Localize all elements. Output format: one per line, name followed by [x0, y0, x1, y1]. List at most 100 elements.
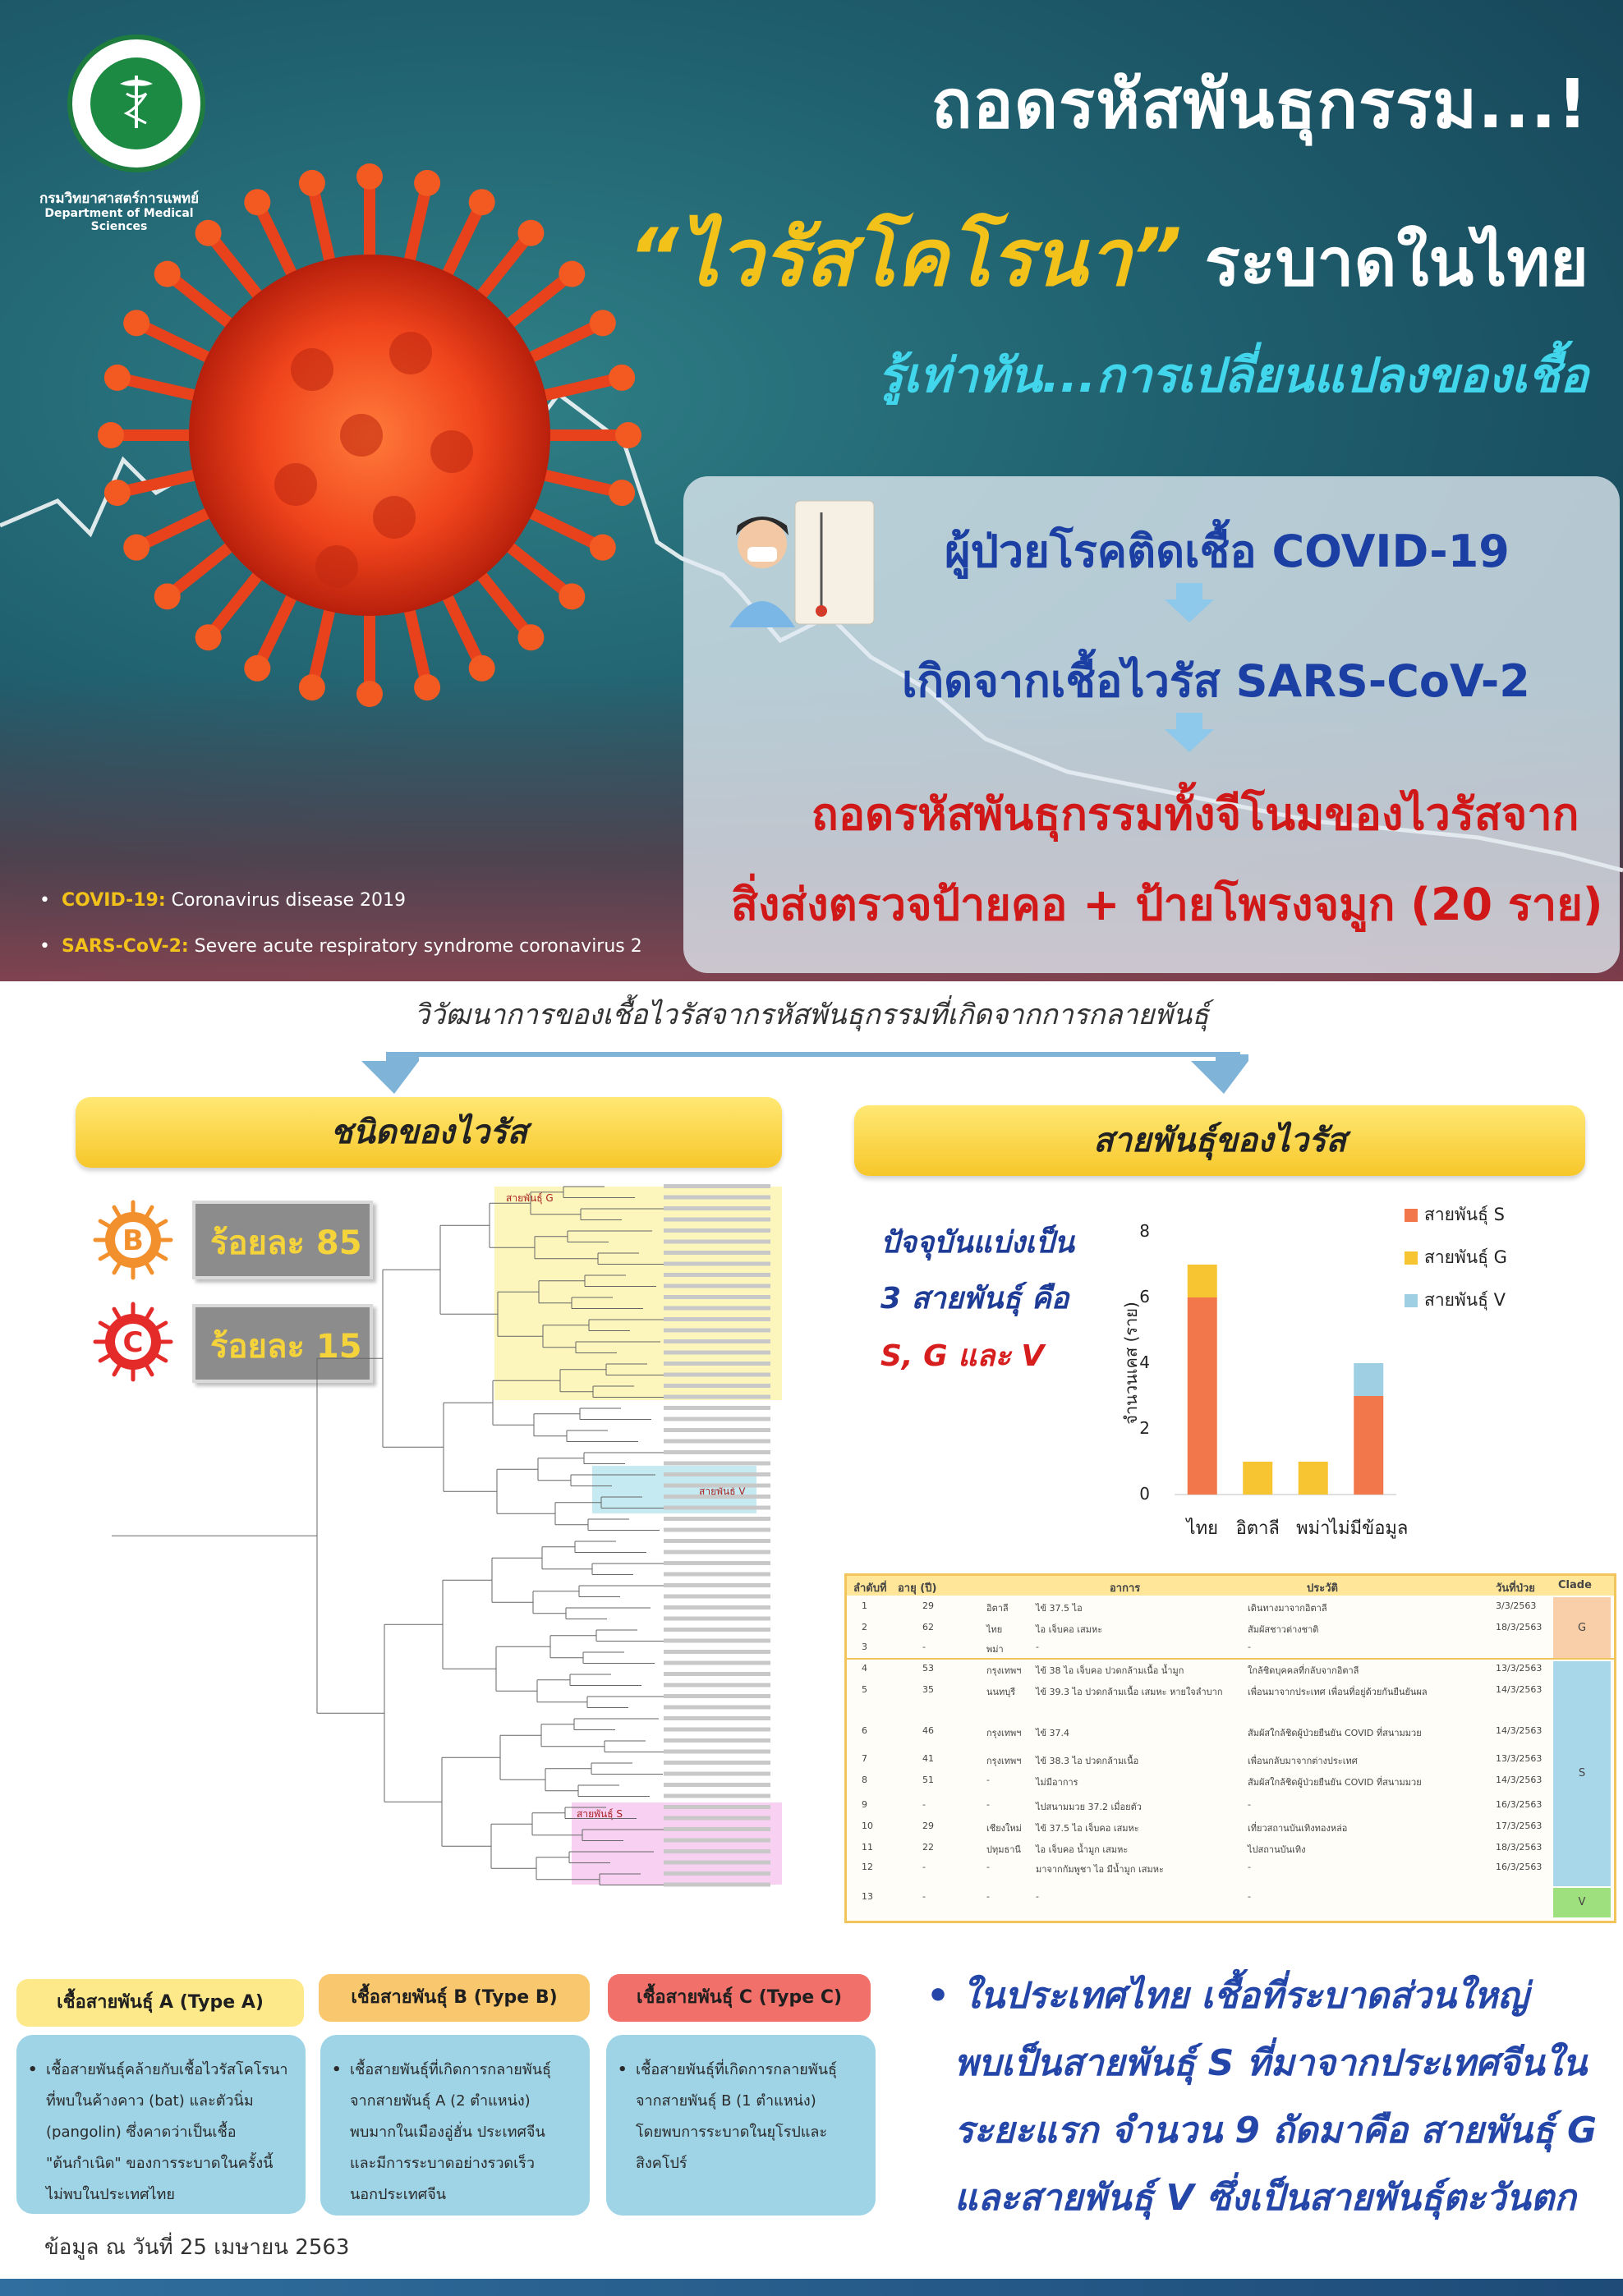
table-cell: 13	[862, 1891, 873, 1902]
tree-leaf-label	[664, 1583, 770, 1587]
tree-leaf-label	[664, 1561, 770, 1565]
y-tick-label: 8	[1139, 1221, 1150, 1241]
tree-leaf-label	[664, 1805, 770, 1809]
tree-leaf-label	[664, 1838, 770, 1843]
panel-line-samples: สิ่งส่งตรวจป้ายคอ + ป้ายโพรงจมูก (20 ราย…	[731, 879, 1603, 930]
tree-leaf-label	[664, 1184, 770, 1188]
type-body-line: จากสายพันธุ์ A (2 ตำแหน่ง)	[350, 2092, 531, 2110]
table-cell: เชียงใหม่	[986, 1823, 1022, 1834]
table-cell: 53	[922, 1663, 934, 1674]
bar-segment	[1354, 1396, 1384, 1495]
table-cell: 35	[922, 1684, 934, 1695]
table-cell: -	[1248, 1642, 1251, 1652]
tree-leaf-label	[664, 1793, 770, 1798]
x-tick-label: พม่า	[1296, 1518, 1330, 1539]
y-axis-label: จำนวนเคส (ราย)	[1121, 1302, 1141, 1425]
type-body-line: นอกประเทศจีน	[350, 2186, 447, 2203]
bar-segment	[1354, 1363, 1384, 1396]
coronavirus-illustration	[98, 163, 641, 707]
table-cell: 41	[922, 1753, 934, 1764]
type-body-line: โดยพบการระบาดในยุโรปและ	[636, 2124, 828, 2141]
legend-swatch	[1405, 1294, 1418, 1307]
virus-type-title: ชนิดของไวรัส	[76, 1097, 782, 1168]
type-b-body: •เชื้อสายพันธุ์ที่เกิดการกลายพันธุ์จากสา…	[320, 2035, 590, 2216]
tree-leaf-label	[664, 1716, 770, 1720]
y-tick-label: 6	[1139, 1287, 1150, 1306]
tree-leaf-label	[664, 1594, 770, 1599]
table-header-cell: อาการ	[1110, 1582, 1141, 1595]
virus-spike-tip	[298, 169, 325, 196]
virus-spot	[340, 414, 383, 457]
table-cell: -	[1248, 1891, 1251, 1902]
table-cell: 2	[862, 1622, 867, 1632]
tree-leaf-label	[664, 1306, 770, 1311]
tree-leaf-label	[664, 1195, 770, 1200]
tree-leaf-label	[664, 1251, 770, 1255]
virus-spike-tip	[356, 681, 383, 707]
table-cell: 1	[862, 1600, 867, 1611]
tree-leaf-label	[664, 1749, 770, 1754]
type-b-heading: เชื้อสายพันธุ์ B (Type B)	[319, 1974, 590, 2022]
virus-spike-tip	[103, 480, 131, 507]
table-cell: 18/3/2563	[1496, 1842, 1543, 1853]
virus-spike-tip	[517, 219, 545, 246]
table-cell: -	[986, 1775, 990, 1785]
tree-label-s: สายพันธุ์ S	[577, 1808, 623, 1821]
tree-leaf-label	[664, 1439, 770, 1444]
table-header-cell: วันที่ป่วย	[1496, 1582, 1535, 1595]
table-cell: 13/3/2563	[1496, 1663, 1543, 1674]
table-cell: ไข้ 37.5 ไอ	[1036, 1603, 1083, 1614]
bullet-dot: •	[28, 2061, 38, 2078]
tree-leaf-label	[664, 1572, 770, 1577]
table-cell: 18/3/2563	[1496, 1622, 1543, 1632]
tree-leaf-label	[664, 1694, 770, 1698]
table-cell: -	[922, 1862, 926, 1872]
tree-leaf-label	[664, 1239, 770, 1244]
virus-spike-tip	[103, 364, 131, 391]
table-cell: 14/3/2563	[1496, 1775, 1543, 1785]
footnote-sars: • SARS-CoV-2: Severe acute respiratory s…	[39, 936, 642, 957]
tree-leaf-label	[664, 1527, 770, 1532]
virus-spike-tip	[468, 189, 495, 216]
table-cell: 16/3/2563	[1496, 1799, 1543, 1810]
table-cell: 3	[862, 1642, 867, 1652]
table-cell: -	[1036, 1642, 1039, 1652]
data-date-footer: ข้อมูล ณ วันที่ 25 เมษายน 2563	[44, 2235, 350, 2260]
table-cell: -	[986, 1799, 990, 1810]
type-body-line: ไม่พบในประเทศไทย	[46, 2186, 175, 2203]
tree-leaf-label	[664, 1283, 770, 1288]
title-line2: “ไวรัสโคโรนา” ระบาดในไทย	[628, 195, 1589, 320]
summary-line-4: และสายพันธุ์ V ซึ่งเป็นสายพันธุ์ตะวันตก	[954, 2177, 1576, 2219]
legend-label: สายพันธุ์ S	[1424, 1205, 1505, 1225]
tree-leaf-label	[664, 1273, 770, 1277]
tree-leaf-label	[664, 1206, 770, 1210]
table-cell: 6	[862, 1725, 867, 1736]
strain-bar-chart: 02468จำนวนเคส (ราย)ไทยอิตาลีพม่าไม่มีข้อ…	[1121, 1205, 1507, 1539]
virus-spot	[430, 430, 473, 473]
table-header-cell: ลำดับที่	[853, 1582, 887, 1595]
tree-leaf-label	[664, 1505, 770, 1510]
summary-line-2: พบเป็นสายพันธุ์ S ที่มาจากประเทศจีนใน	[954, 2042, 1588, 2084]
table-cell: 17/3/2563	[1496, 1821, 1543, 1831]
table-cell: -	[922, 1891, 926, 1902]
table-cell: ไปสถานบันเทิง	[1248, 1844, 1306, 1855]
table-cell: อิตาลี	[986, 1603, 1009, 1614]
summary-bullet: • ในประเทศไทย เชื้อที่ระบาดส่วนใหญ่ พบเป…	[926, 1963, 1616, 2232]
badge-letter: B	[122, 1224, 144, 1257]
type-body-line: จากสายพันธุ์ B (1 ตำแหน่ง)	[636, 2092, 816, 2110]
table-cell: -	[922, 1642, 926, 1652]
tree-leaf-label	[664, 1472, 770, 1476]
table-cell: 8	[862, 1775, 867, 1785]
tree-leaf-label	[664, 1483, 770, 1488]
type-c-percent: ร้อยละ 15	[192, 1304, 373, 1383]
x-tick-label: ไทย	[1185, 1518, 1218, 1539]
virus-spike-tip	[244, 654, 271, 682]
virus-spike-tip	[559, 583, 586, 610]
tree-leaf-label	[664, 1450, 770, 1454]
clade-s-cell: S	[1553, 1661, 1611, 1886]
table-cell: -	[1248, 1862, 1251, 1872]
table-cell: -	[986, 1862, 990, 1872]
table-cell: -	[1248, 1799, 1251, 1810]
arrow-down-icon	[1165, 713, 1214, 752]
